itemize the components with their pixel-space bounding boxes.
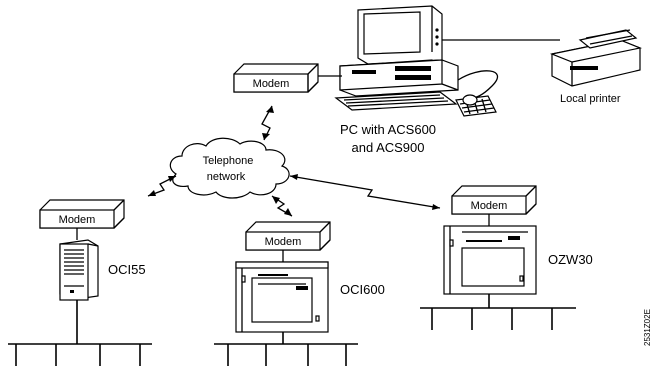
oci55-modem: Modem: [39, 199, 125, 240]
pc-modem-label: Modem: [253, 78, 290, 90]
ozw30-modem: Modem: [451, 185, 537, 226]
telephone-network-cloud: Telephone network: [169, 137, 290, 199]
oci55-label: OCI55: [108, 262, 146, 277]
ozw30-modem-label: Modem: [471, 200, 508, 212]
oci600-modem-label: Modem: [265, 236, 302, 248]
cloud-label-line2: network: [207, 171, 246, 183]
figure-reference: 2531Z02E: [643, 309, 652, 346]
ozw30-bus: [420, 294, 576, 330]
oci600-modem: Modem: [245, 221, 331, 262]
pc-modem: Modem: [233, 63, 342, 93]
oci600-bus: [214, 332, 358, 366]
ozw30-device: OZW30: [443, 225, 593, 295]
cloud-label-line1: Telephone: [203, 155, 254, 167]
telephone-links: [147, 105, 441, 217]
printer-label: Local printer: [560, 93, 621, 105]
local-printer: Local printer: [442, 29, 643, 105]
pc-mouse: [455, 70, 499, 117]
pc-keyboard: [334, 91, 458, 111]
oci600-label: OCI600: [340, 282, 385, 297]
oci55-device: OCI55: [59, 239, 146, 301]
ozw30-label: OZW30: [548, 252, 593, 267]
pc-label-line2: and ACS900: [351, 140, 424, 155]
oci55-modem-label: Modem: [59, 214, 96, 226]
oci600-device: OCI600: [235, 261, 385, 333]
pc-system-unit: [339, 59, 459, 97]
pc-label-line1: PC with ACS600: [340, 122, 436, 137]
pc-workstation: [334, 5, 499, 117]
oci55-bus: [8, 300, 152, 366]
